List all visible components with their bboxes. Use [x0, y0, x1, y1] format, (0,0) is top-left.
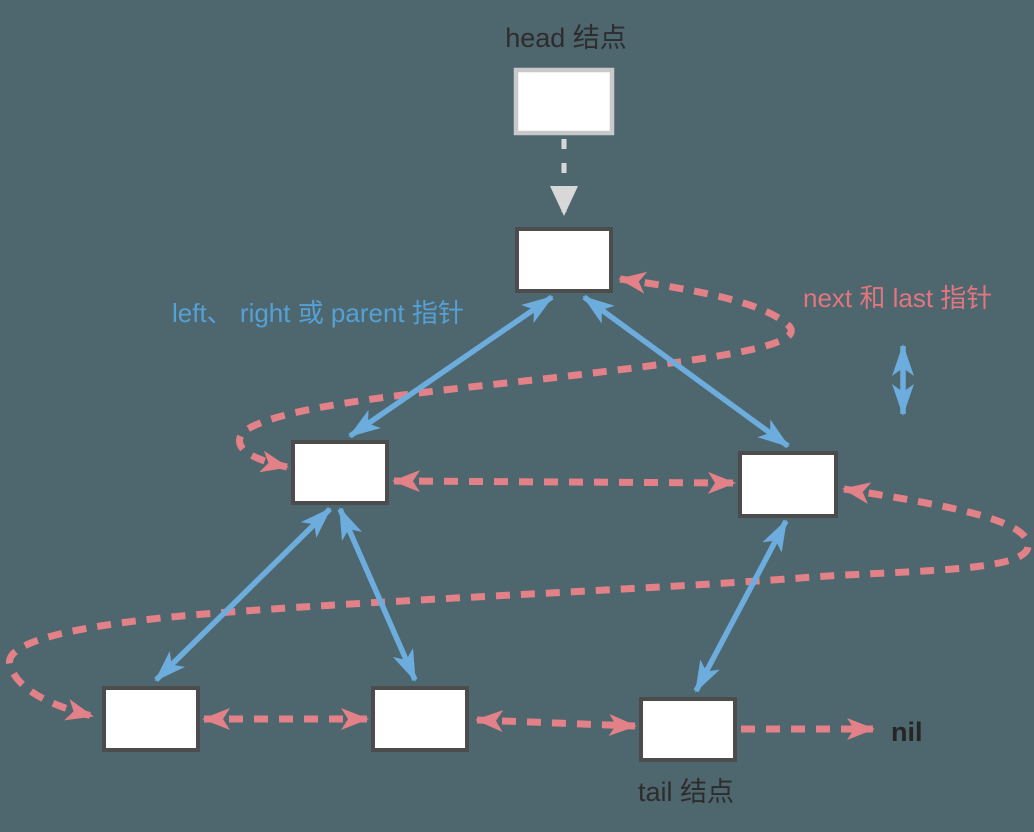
list-link-leaf2-to-tail [475, 709, 637, 737]
nil-label: nil [891, 717, 923, 747]
head-node-box [513, 67, 615, 136]
leaf-node-2-box [371, 686, 469, 752]
pink-pointer-legend: next 和 last 指针 [803, 283, 992, 313]
head-node-label: head 结点 [505, 23, 627, 53]
tree-edge-rightchild-tail [693, 519, 789, 693]
tree-edge-root-leftchild [348, 294, 554, 439]
left-child-node-box [291, 440, 389, 505]
blue-pointer-legend: left、 right 或 parent 指针 [172, 298, 464, 328]
tree-edge-root-rightchild [582, 294, 790, 449]
tree-edge-leftchild-leaf1 [154, 507, 332, 682]
right-child-node-box [738, 451, 838, 518]
leaf-node-1-box [102, 686, 200, 752]
list-link-rightchild-to-leaf1 [6, 482, 1032, 721]
tail-node-label: tail 结点 [638, 777, 734, 807]
tail-node-box [639, 697, 737, 762]
root-node-box [515, 227, 613, 293]
tree-edge-leftchild-leaf2 [337, 507, 418, 682]
